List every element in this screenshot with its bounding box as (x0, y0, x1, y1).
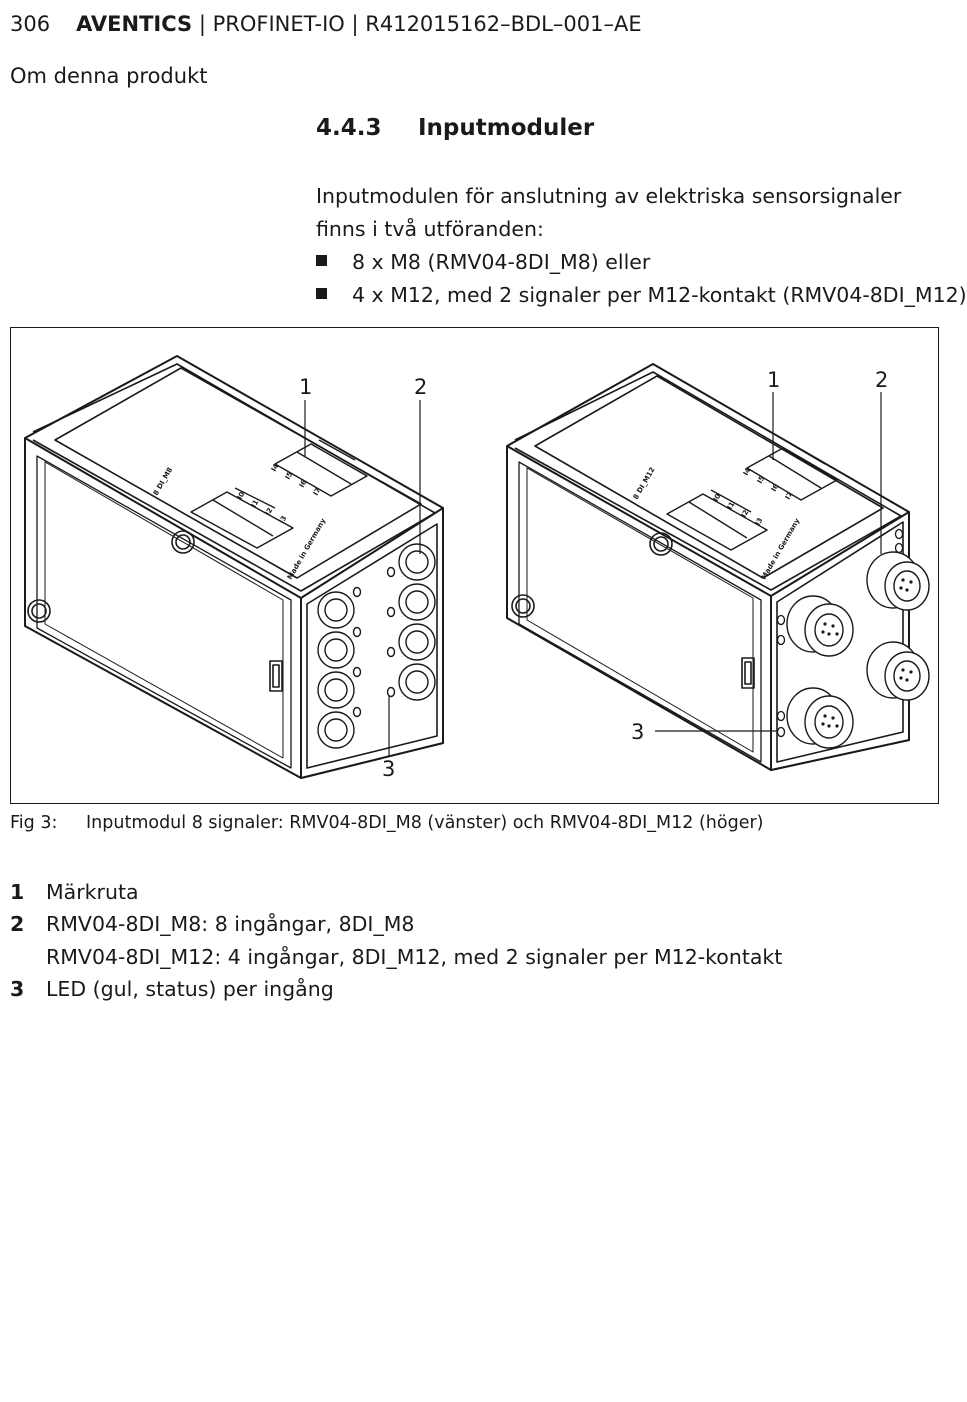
led-label: I1 (250, 498, 261, 509)
section-number: 4.4.3 (316, 115, 382, 141)
led-label: I4 (742, 466, 753, 477)
brand-name: AVENTICS (76, 12, 193, 36)
intro-paragraph: Inputmodulen för anslutning av elektrisk… (316, 184, 902, 241)
legend-number: 2 (10, 912, 25, 936)
led-label: I7 (312, 486, 323, 497)
led-label: I2 (740, 508, 751, 519)
module-m12-drawing: 8 DI_M12 Made in Germany I0 I1 I2 I3 I4 … (506, 363, 930, 771)
callout-3-left: 3 (382, 757, 395, 781)
callout-2-right: 2 (875, 368, 888, 392)
legend-text: RMV04-8DI_M12: 4 ingångar, 8DI_M12, med … (46, 945, 783, 969)
callout-1-right: 1 (767, 368, 780, 392)
caption-label: Fig 3: (10, 813, 58, 833)
led-label: I2 (264, 506, 275, 517)
figure-caption: Fig 3: Inputmodul 8 signaler: RMV04-8DI_M… (10, 813, 764, 833)
led-label: I1 (726, 500, 737, 511)
bullet-text: 8 x M8 (RMV04-8DI_M8) eller (352, 250, 651, 274)
bullet-item: 8 x M8 (RMV04-8DI_M8) eller (316, 250, 650, 274)
led-label: I0 (712, 492, 723, 503)
led-label: I7 (784, 490, 795, 501)
section-title: Inputmoduler (418, 115, 595, 141)
led-label: I0 (236, 490, 247, 501)
figure-frame: 8 DI_M8 Made in Germany I0 I1 I2 I3 I4 I… (10, 327, 939, 804)
bullet-item: 4 x M12, med 2 signaler per M12-kontakt … (316, 283, 967, 307)
callout-1-left: 1 (299, 375, 312, 399)
bullet-square-icon (316, 288, 327, 299)
legend-number: 3 (10, 977, 25, 1001)
legend-number: 1 (10, 880, 25, 904)
led-label: I3 (754, 516, 765, 527)
legend-text: LED (gul, status) per ingång (46, 977, 334, 1001)
page-header: 306 AVENTICS | PROFINET-IO | R412015162–B… (10, 12, 642, 36)
led-label: I4 (270, 462, 281, 473)
bullet-text: 4 x M12, med 2 signaler per M12-kontakt … (352, 283, 967, 307)
header-doc-id: | PROFINET-IO | R412015162–BDL–001–AE (192, 12, 642, 36)
callout-2-left: 2 (414, 375, 427, 399)
callout-3-right: 3 (631, 720, 644, 744)
led-label: I5 (284, 470, 295, 481)
bullet-square-icon (316, 255, 327, 266)
caption-text: Inputmodul 8 signaler: RMV04-8DI_M8 (vän… (86, 813, 764, 833)
module-illustration: 8 DI_M8 Made in Germany I0 I1 I2 I3 I4 I… (24, 355, 930, 781)
chapter-title: Om denna produkt (10, 64, 208, 88)
legend-item: 2 RMV04-8DI_M8: 8 ingångar, 8DI_M8 (10, 912, 414, 936)
led-label: I6 (770, 482, 781, 493)
module-m8-drawing: 8 DI_M8 Made in Germany I0 I1 I2 I3 I4 I… (24, 355, 444, 779)
led-label: I3 (278, 514, 289, 525)
page-number: 306 (10, 12, 51, 36)
led-label: I5 (756, 474, 767, 485)
legend-text: RMV04-8DI_M8: 8 ingångar, 8DI_M8 (46, 912, 415, 936)
led-label: I6 (298, 478, 309, 489)
legend-item: 3 LED (gul, status) per ingång (10, 977, 334, 1001)
legend-item: RMV04-8DI_M12: 4 ingångar, 8DI_M12, med … (10, 945, 782, 969)
legend-item: 1 Märkruta (10, 880, 139, 904)
legend-text: Märkruta (46, 880, 139, 904)
